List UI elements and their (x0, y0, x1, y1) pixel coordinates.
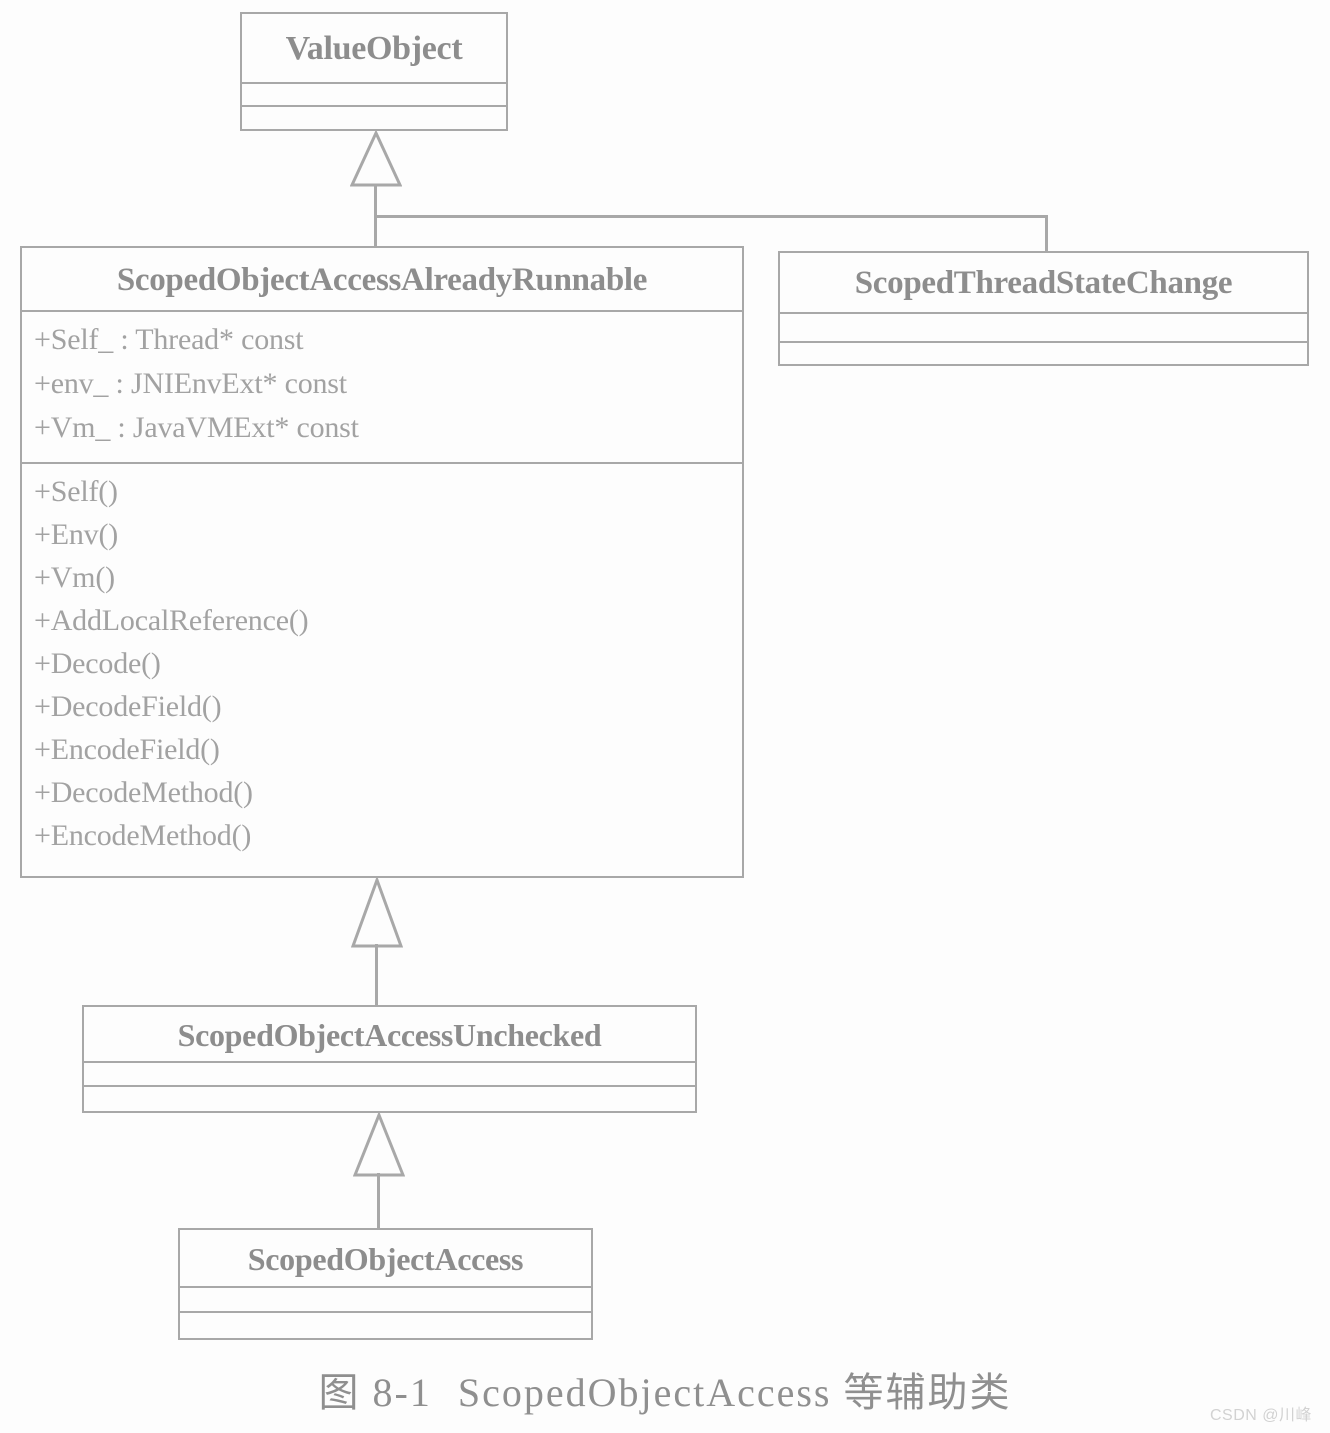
operation-row: +Env() (34, 518, 119, 551)
attributes-compartment-scoped-object-access-already-runnable: +Self_ : Thread* const +env_ : JNIEnvExt… (22, 312, 742, 464)
operations-compartment-scoped-thread-state-change (780, 343, 1307, 372)
connector-to-soaar-top (374, 215, 377, 248)
figure-number: 图 8-1 (318, 1370, 432, 1415)
class-title-value-object: ValueObject (242, 14, 506, 84)
connector-soa-to-soau (377, 1173, 380, 1230)
operation-row: +AddLocalReference() (34, 604, 309, 637)
operations-compartment-scoped-object-access-already-runnable: +Self() +Env() +Vm() +AddLocalReference(… (22, 464, 742, 863)
attribute-row: +Self_ : Thread* const (34, 323, 304, 356)
uml-class-scoped-object-access-unchecked[interactable]: ScopedObjectAccessUnchecked (82, 1005, 697, 1113)
operation-row: +EncodeMethod() (34, 819, 252, 852)
operations-compartment-value-object (242, 107, 506, 130)
attribute-row: +Vm_ : JavaVMExt* const (34, 411, 359, 444)
generalization-triangle-to-soau (353, 1113, 405, 1177)
attributes-compartment-scoped-thread-state-change (780, 314, 1307, 343)
operations-compartment-scoped-object-access-unchecked (84, 1087, 695, 1111)
attributes-compartment-scoped-object-access-unchecked (84, 1063, 695, 1087)
class-title-scoped-object-access: ScopedObjectAccess (180, 1230, 591, 1288)
operation-row: +Decode() (34, 647, 161, 680)
csdn-watermark: CSDN @川峰 (1209, 1407, 1312, 1424)
operation-row: +Self() (34, 475, 118, 508)
class-title-scoped-object-access-already-runnable: ScopedObjectAccessAlreadyRunnable (22, 248, 742, 312)
connector-to-scoped-thread-state-change-top (1045, 215, 1048, 253)
operations-compartment-scoped-object-access (180, 1313, 591, 1338)
operation-row: +Vm() (34, 561, 115, 594)
connector-value-object-branch (374, 215, 1048, 218)
uml-class-scoped-object-access-already-runnable[interactable]: ScopedObjectAccessAlreadyRunnable +Self_… (20, 246, 744, 878)
figure-title: ScopedObjectAccess 等辅助类 (457, 1370, 1012, 1415)
connector-soau-to-soaar (375, 944, 378, 1007)
operation-row: +DecodeField() (34, 690, 222, 723)
uml-class-scoped-object-access[interactable]: ScopedObjectAccess (178, 1228, 593, 1340)
generalization-triangle-to-soaar (351, 878, 403, 948)
generalization-triangle-to-value-object (350, 131, 402, 187)
operation-row: +EncodeField() (34, 733, 220, 766)
class-title-scoped-thread-state-change: ScopedThreadStateChange (780, 253, 1307, 314)
attributes-compartment-scoped-object-access (180, 1288, 591, 1313)
uml-class-scoped-thread-state-change[interactable]: ScopedThreadStateChange (778, 251, 1309, 366)
operation-row: +DecodeMethod() (34, 776, 253, 809)
class-title-scoped-object-access-unchecked: ScopedObjectAccessUnchecked (84, 1007, 695, 1063)
uml-class-value-object[interactable]: ValueObject (240, 12, 508, 131)
attribute-row: +env_ : JNIEnvExt* const (34, 367, 347, 400)
attributes-compartment-value-object (242, 84, 506, 107)
connector-value-object-stem (374, 185, 377, 218)
figure-caption: 图 8-1 ScopedObjectAccess 等辅助类 (0, 1360, 1330, 1418)
